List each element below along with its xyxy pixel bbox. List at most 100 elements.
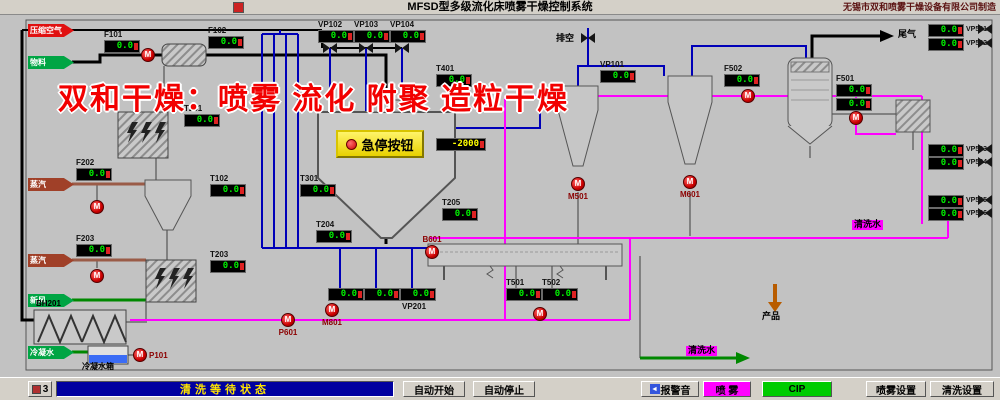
gauge-label: T102 — [210, 174, 229, 183]
page-button[interactable]: 3 — [28, 381, 52, 397]
diagram-label: BH201 — [36, 299, 61, 308]
pump-1[interactable]: M — [90, 200, 104, 214]
gauge-value: 0.0 — [402, 31, 419, 41]
pump-icon: M — [133, 348, 147, 362]
gauge-value: 0.0 — [612, 71, 629, 81]
pump-2[interactable]: M — [90, 269, 104, 283]
value-display: 0.0 — [724, 74, 760, 87]
status-indicator — [394, 291, 398, 298]
value-display: 0.0 — [836, 98, 872, 111]
button-label: 报警音 — [660, 385, 691, 397]
pump-0[interactable]: M — [141, 48, 155, 62]
pump-icon: M — [281, 313, 295, 327]
gauge-label: T203 — [210, 250, 229, 259]
spray-settings-button[interactable]: 喷雾设置 — [866, 381, 926, 397]
gauge-label: VP101 — [600, 60, 625, 69]
value-display: 0.0 — [928, 24, 964, 37]
pump-11[interactable]: M — [533, 307, 547, 321]
status-indicator — [348, 33, 352, 40]
status-indicator — [958, 198, 962, 205]
status-indicator — [106, 171, 110, 178]
valve-icon[interactable] — [978, 208, 992, 218]
gauge-value: 0.0 — [88, 169, 105, 179]
watermark-text: 双和干燥：喷雾 流化 附聚 造粒干燥 — [58, 83, 570, 116]
valve-icon[interactable] — [978, 24, 992, 34]
valve-icon[interactable] — [978, 38, 992, 48]
status-indicator — [754, 77, 758, 84]
gauge-value: 0.0 — [412, 289, 429, 299]
pump-icon: M — [425, 245, 439, 259]
alarm-mute-button[interactable]: ◄报警音 — [641, 381, 699, 397]
value-display: 0.0 — [928, 208, 964, 221]
gauge-label: T501 — [506, 278, 525, 287]
status-indicator — [536, 291, 540, 298]
auto-start-button[interactable]: 自动开始 — [403, 381, 465, 397]
pump-label: M801 — [321, 318, 343, 327]
cyclone-2 — [667, 75, 713, 165]
cip-button[interactable]: CIP — [762, 381, 832, 397]
status-bar: 清洗等待状态 — [56, 381, 394, 397]
gauge-F101: F101 0.0 — [104, 30, 140, 53]
value-display: 0.0 — [436, 74, 472, 87]
spray-button[interactable]: 喷 雾 — [703, 381, 751, 397]
valve-icon[interactable] — [978, 195, 992, 205]
valve-icon[interactable] — [359, 43, 373, 53]
gauge-value: 0.0 — [222, 261, 239, 271]
gauge-value: 0.0 — [340, 289, 357, 299]
pump-icon: M — [849, 111, 863, 125]
gauge-value: 0.0 — [222, 185, 239, 195]
status-indicator — [480, 141, 484, 148]
speaker-icon: ◄ — [649, 384, 660, 394]
gauge-label: F101 — [104, 30, 123, 39]
status-indicator — [472, 211, 476, 218]
gauge-label: VP102 — [318, 20, 343, 29]
button-label: CIP — [788, 383, 806, 395]
gauge-value: 0.0 — [220, 37, 237, 47]
valve-icon[interactable] — [978, 157, 992, 167]
value-display: 0.0 — [76, 244, 112, 257]
gauge-label: VP505 — [966, 197, 988, 204]
pump-icon: M — [141, 48, 155, 62]
legend-arrow-2: 蒸汽 — [28, 178, 74, 191]
gauge-value: 0.0 — [116, 41, 133, 51]
gauge-value: 0.0 — [196, 115, 213, 125]
diagram-frame — [25, 19, 993, 371]
valve-icon[interactable] — [581, 33, 595, 43]
value-display: 0.0 — [600, 70, 636, 83]
value-display: -2000 — [436, 138, 486, 151]
status-indicator — [866, 101, 870, 108]
pump-7[interactable]: M — [849, 111, 863, 125]
gauge-g20: 0.0 — [364, 288, 400, 301]
diagram-label: 产品 — [762, 311, 781, 321]
legend-label: 压缩空气 — [30, 26, 62, 35]
valve-icon[interactable] — [395, 43, 409, 53]
valve-icon[interactable] — [978, 144, 992, 154]
auto-stop-button[interactable]: 自动停止 — [473, 381, 535, 397]
pump-6[interactable]: M — [741, 89, 755, 103]
pump-icon: M — [325, 303, 339, 317]
gauge-label: F102 — [208, 26, 227, 35]
button-label: 清洗设置 — [942, 385, 982, 397]
value-display: 0.0 — [928, 38, 964, 51]
legend-arrow-5: 冷凝水 — [28, 346, 74, 359]
gauge-label: T301 — [300, 174, 319, 183]
clean-settings-button[interactable]: 清洗设置 — [930, 381, 994, 397]
gauge-label: T401 — [436, 64, 455, 73]
gauge-value: 0.0 — [518, 289, 535, 299]
valve-icon[interactable] — [323, 43, 337, 53]
value-display: 0.0 — [400, 288, 436, 301]
emergency-stop-button[interactable]: 急停按钮 — [336, 130, 424, 158]
